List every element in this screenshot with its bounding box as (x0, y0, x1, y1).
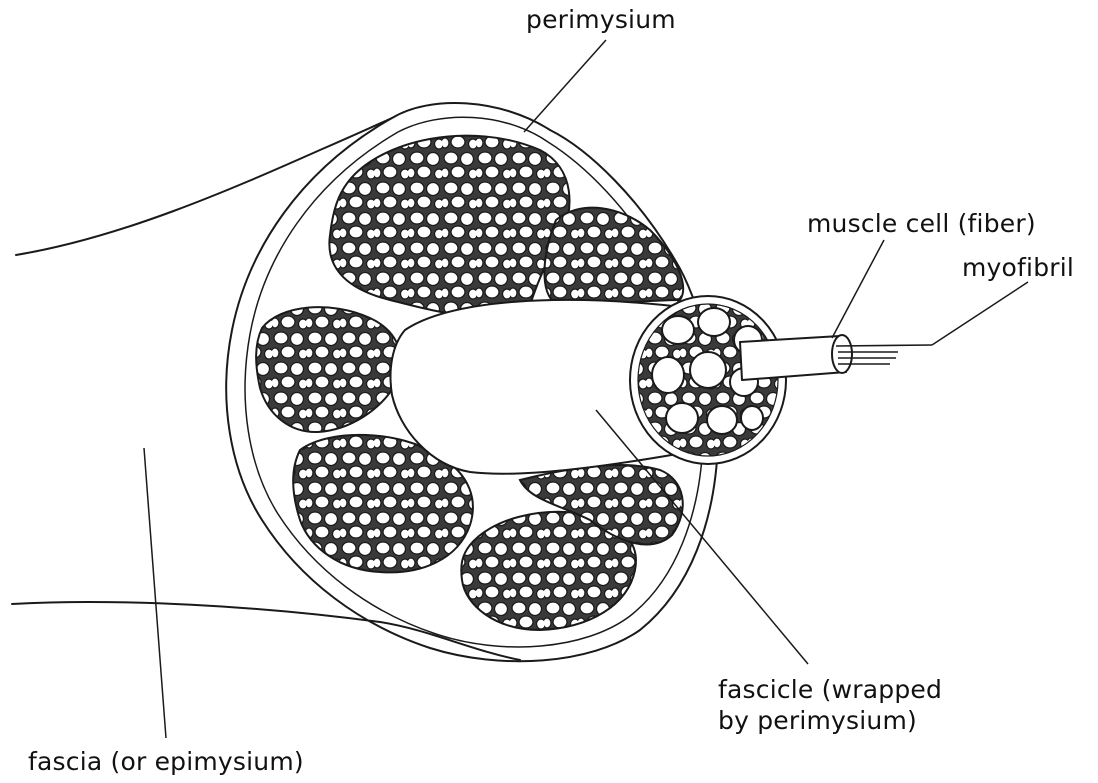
leader-fascia (144, 448, 166, 738)
leader-myofibril (932, 282, 1028, 345)
fascicle-label-line2: by perimysium) (718, 705, 942, 736)
myofibril-label: myofibril (962, 252, 1074, 283)
fascicle-right-top (544, 208, 683, 305)
perimysium-label: perimysium (526, 4, 676, 35)
fascicle-top (329, 136, 569, 317)
fascia-label: fascia (or epimysium) (28, 746, 304, 777)
fascicle-label: fascicle (wrapped by perimysium) (718, 674, 942, 736)
muscle-fiber (740, 336, 846, 380)
fascicle-label-line1: fascicle (wrapped (718, 674, 942, 705)
fascicle-left (256, 307, 401, 432)
leader-muscle-cell (832, 240, 884, 338)
muscle-cell-label: muscle cell (fiber) (807, 208, 1036, 239)
leader-perimysium (524, 40, 606, 132)
